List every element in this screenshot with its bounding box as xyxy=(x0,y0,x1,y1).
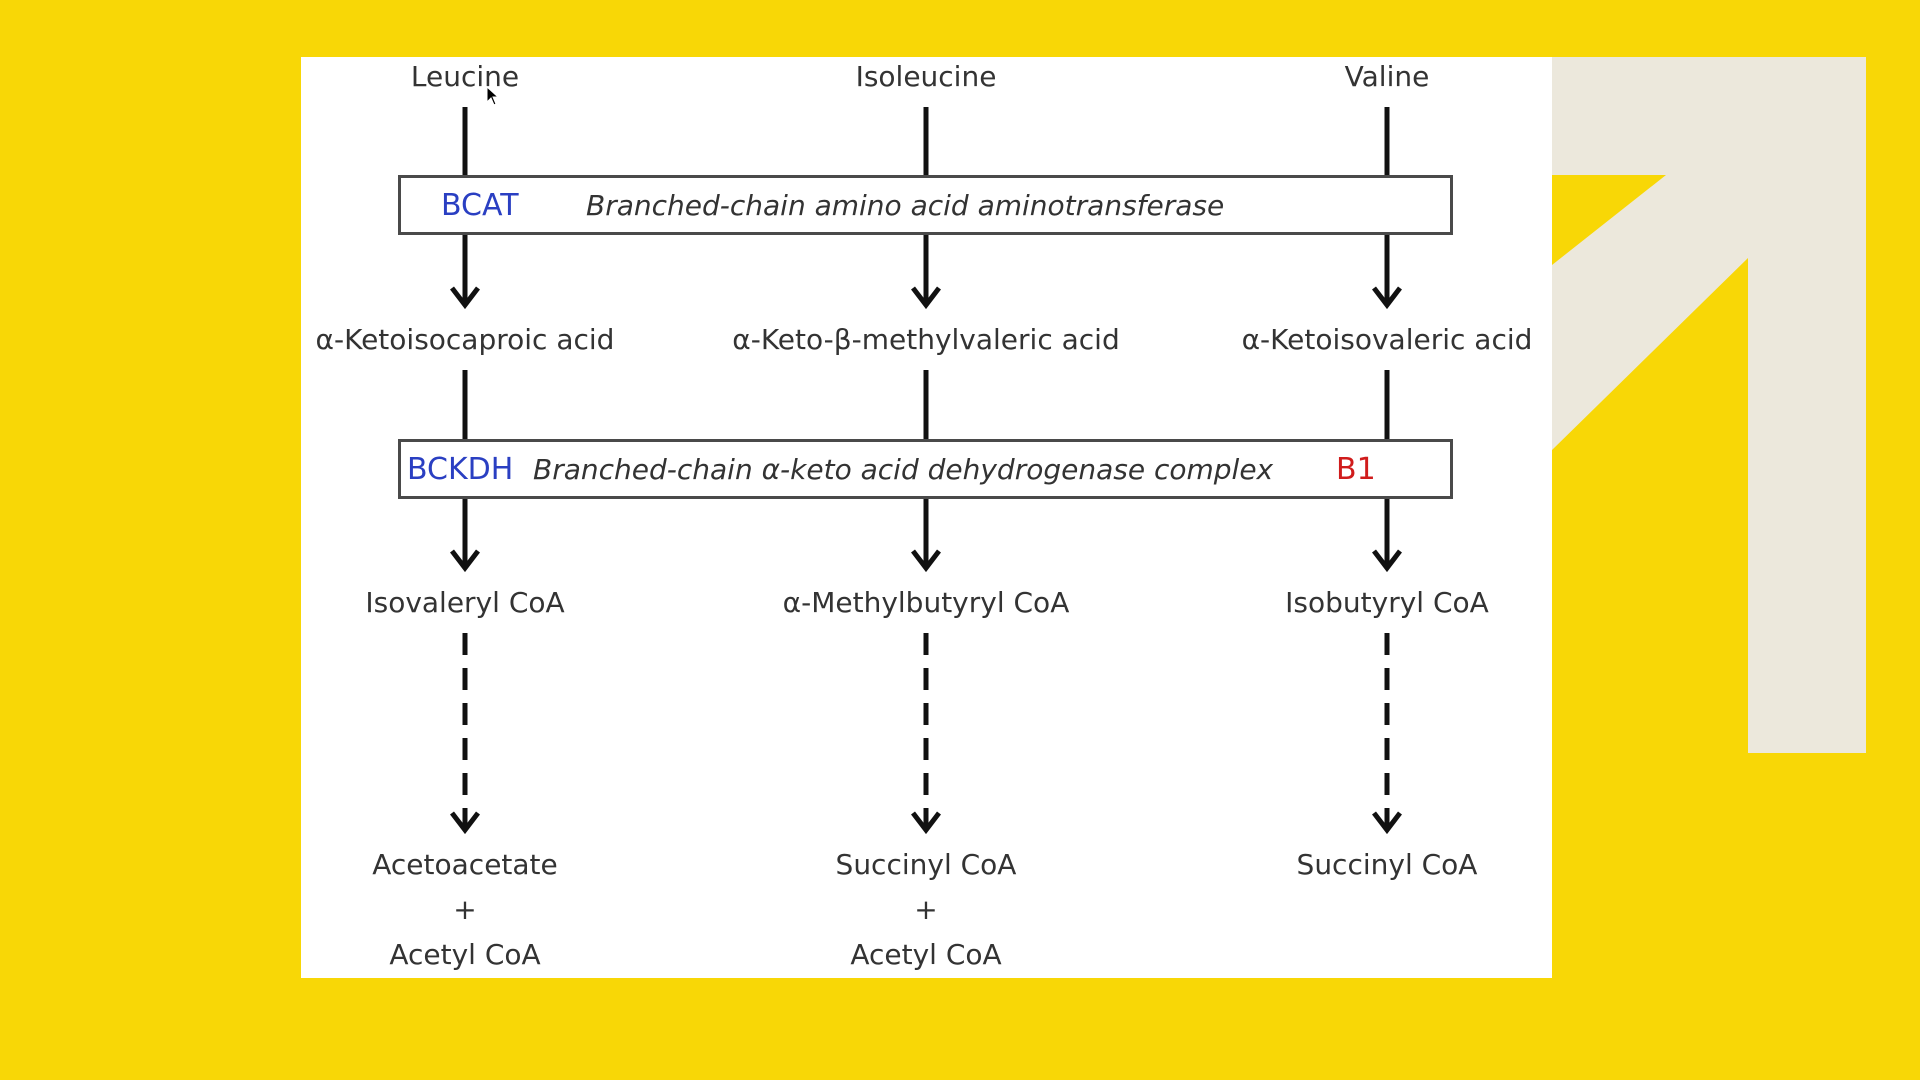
plus-sign-isoleucine: + xyxy=(914,893,938,926)
bcat-abbreviation: BCAT xyxy=(441,188,519,223)
arrowhead-valine-product-icon xyxy=(1372,811,1402,835)
acyl-coa-leucine: Isovaleryl CoA xyxy=(365,586,565,619)
arrowhead-leucine-product-icon xyxy=(450,811,480,835)
keto-acid-leucine: α-Ketoisocaproic acid xyxy=(315,323,615,356)
arrowhead-leucine-keto-icon xyxy=(450,286,480,310)
bckdh-enzyme-box: BCKDH Branched-chain α-keto acid dehydro… xyxy=(398,439,1453,499)
arrowhead-isoleucine-acyl-icon xyxy=(911,549,941,573)
product-leucine-1: Acetoacetate xyxy=(372,848,558,881)
arrowhead-isoleucine-product-icon xyxy=(911,811,941,835)
pathway-diagram: Leucine Isoleucine Valine BCAT Branched-… xyxy=(301,57,1552,978)
bckdh-full-name: Branched-chain α-keto acid dehydrogenase… xyxy=(533,453,1274,486)
keto-acid-valine: α-Ketoisovaleric acid xyxy=(1241,323,1533,356)
amino-acid-isoleucine: Isoleucine xyxy=(855,60,997,93)
mouse-cursor-icon xyxy=(486,86,500,106)
bcat-enzyme-box: BCAT Branched-chain amino acid aminotran… xyxy=(398,175,1453,235)
acyl-coa-isoleucine: α-Methylbutyryl CoA xyxy=(782,586,1070,619)
bckdh-abbreviation: BCKDH xyxy=(407,452,514,487)
arrowhead-valine-acyl-icon xyxy=(1372,549,1402,573)
product-isoleucine-2: Acetyl CoA xyxy=(850,938,1002,971)
product-isoleucine-1: Succinyl CoA xyxy=(835,848,1017,881)
bckdh-cofactor: B1 xyxy=(1336,452,1376,487)
bcat-full-name: Branched-chain amino acid aminotransfera… xyxy=(586,189,1225,222)
arrowhead-valine-keto-icon xyxy=(1372,286,1402,310)
keto-acid-isoleucine: α-Keto-β-methylvaleric acid xyxy=(732,323,1120,356)
acyl-coa-valine: Isobutyryl CoA xyxy=(1285,586,1489,619)
amino-acid-valine: Valine xyxy=(1344,60,1430,93)
amino-acid-leucine: Leucine xyxy=(410,60,520,93)
plus-sign-leucine: + xyxy=(453,893,477,926)
arrowhead-isoleucine-keto-icon xyxy=(911,286,941,310)
arrowhead-leucine-acyl-icon xyxy=(450,549,480,573)
arrow-layer xyxy=(450,107,1402,835)
product-valine-1: Succinyl CoA xyxy=(1296,848,1478,881)
product-leucine-2: Acetyl CoA xyxy=(389,938,541,971)
